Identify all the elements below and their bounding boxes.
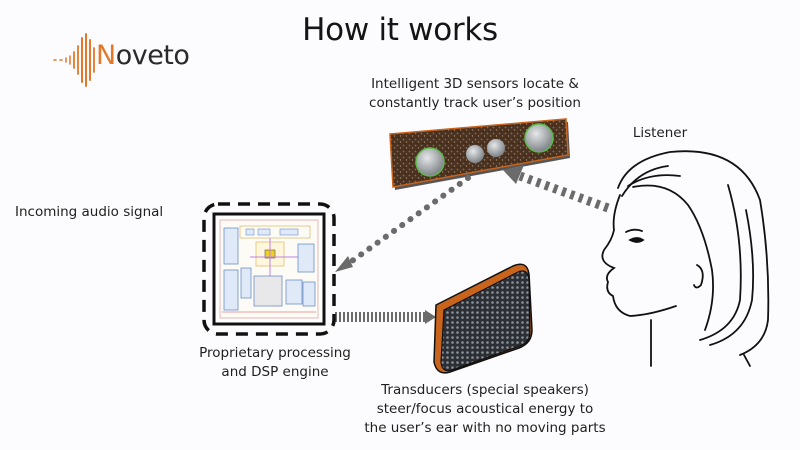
listener-label: Listener (632, 125, 688, 141)
sensor-lens-left (415, 147, 445, 177)
dsp-label: Proprietary processing and DSP engine (180, 344, 370, 382)
page-title: How it works (302, 12, 498, 48)
dsp-chip (202, 202, 336, 336)
sensor-lens-right (524, 123, 554, 153)
arrow-sensor-to-dsp (335, 175, 471, 272)
listener-head (601, 150, 770, 367)
sound-wave-icon (53, 33, 95, 87)
sensor-label: Intelligent 3D sensors locate & constant… (355, 75, 595, 113)
incoming-audio-label: Incoming audio signal (15, 204, 164, 220)
transducers-label-line-2: steer/focus acoustical energy to (376, 401, 594, 417)
logo-letter: N (96, 40, 116, 71)
sensor-label-line-2: constantly track user’s position (369, 95, 581, 111)
dsp-label-line-1: Proprietary processing (199, 345, 351, 361)
sensor-bar (389, 118, 570, 190)
transducers-label: Transducers (special speakers) steer/foc… (350, 381, 620, 438)
transducer-speaker (433, 263, 533, 374)
transducers-label-line-1: Transducers (special speakers) (381, 382, 589, 398)
logo-text: Noveto (96, 40, 190, 71)
arrow-dsp-to-speaker (335, 310, 436, 324)
arrow-listener-to-sensor (503, 165, 610, 213)
logo-rest: oveto (115, 40, 190, 71)
sensor-lens-center-right (487, 139, 505, 157)
sensor-lens-center-left (466, 145, 484, 163)
dsp-label-line-2: and DSP engine (221, 364, 329, 380)
transducers-label-line-3: the user’s ear with no moving parts (364, 420, 606, 436)
sensor-label-line-1: Intelligent 3D sensors locate & (371, 76, 579, 92)
